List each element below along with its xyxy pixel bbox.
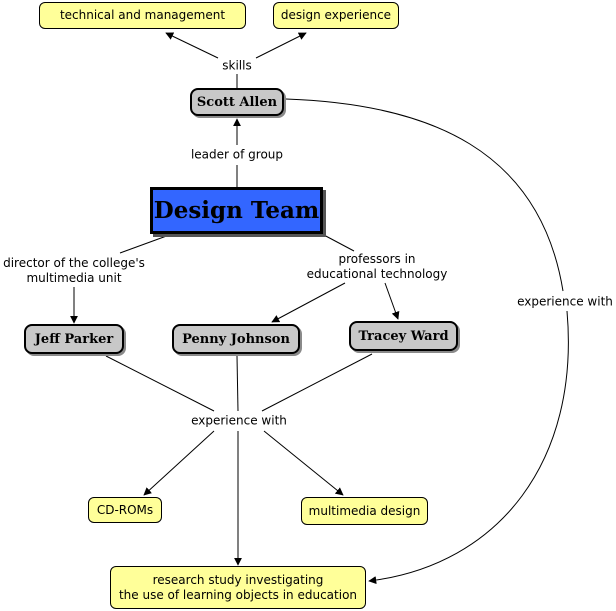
link-label-experience-with-scott: experience with bbox=[515, 294, 615, 310]
link-label-leader-of-group: leader of group bbox=[188, 147, 286, 163]
link-label-professors: professors in educational technology bbox=[304, 252, 450, 282]
concept-research-study-label: research study investigating the use of … bbox=[118, 572, 358, 602]
line-main-to-professors bbox=[321, 233, 355, 252]
line-skills-to-design-experience bbox=[255, 32, 307, 59]
concept-design-team[interactable]: Design Team bbox=[150, 187, 323, 234]
concept-design-team-label: Design Team bbox=[153, 197, 320, 224]
concept-penny-johnson[interactable]: Penny Johnson bbox=[172, 324, 300, 354]
concept-research-study[interactable]: research study investigating the use of … bbox=[110, 566, 366, 609]
line-skills-to-technical bbox=[165, 32, 219, 59]
concept-jeff-parker[interactable]: Jeff Parker bbox=[24, 324, 124, 354]
concept-multimedia-design[interactable]: multimedia design bbox=[301, 497, 428, 525]
link-label-experience-with-group: experience with bbox=[189, 413, 289, 429]
line-main-to-director bbox=[119, 233, 173, 254]
concept-tracey-ward-label: Tracey Ward bbox=[358, 328, 449, 344]
concept-scott-allen-label: Scott Allen bbox=[196, 94, 278, 110]
line-experience-to-cdroms bbox=[143, 430, 215, 496]
concept-technical-and-management-label: technical and management bbox=[59, 8, 226, 22]
concept-multimedia-design-label: multimedia design bbox=[308, 503, 421, 518]
link-label-director: director of the college's multimedia uni… bbox=[1, 256, 147, 286]
concept-design-experience[interactable]: design experience bbox=[273, 2, 399, 29]
concept-tracey-ward[interactable]: Tracey Ward bbox=[349, 321, 458, 351]
line-tracey-to-experience bbox=[261, 353, 373, 412]
concept-penny-johnson-label: Penny Johnson bbox=[182, 331, 290, 347]
line-jeff-to-experience bbox=[105, 355, 215, 412]
line-experience-to-multimedia bbox=[263, 430, 344, 496]
concept-cd-roms[interactable]: CD-ROMs bbox=[88, 497, 162, 523]
concept-jeff-parker-label: Jeff Parker bbox=[34, 331, 114, 347]
line-professors-to-tracey bbox=[384, 282, 400, 320]
line-experience-curve-to-research bbox=[368, 310, 569, 585]
line-scott-to-experience-curve bbox=[285, 98, 564, 292]
concept-design-experience-label: design experience bbox=[280, 8, 392, 22]
concept-cd-roms-label: CD-ROMs bbox=[96, 502, 154, 517]
line-professors-to-penny bbox=[271, 282, 346, 323]
concept-scott-allen[interactable]: Scott Allen bbox=[190, 88, 284, 116]
link-label-skills: skills bbox=[220, 58, 254, 74]
concept-technical-and-management[interactable]: technical and management bbox=[39, 2, 246, 29]
line-penny-to-experience bbox=[236, 355, 239, 412]
